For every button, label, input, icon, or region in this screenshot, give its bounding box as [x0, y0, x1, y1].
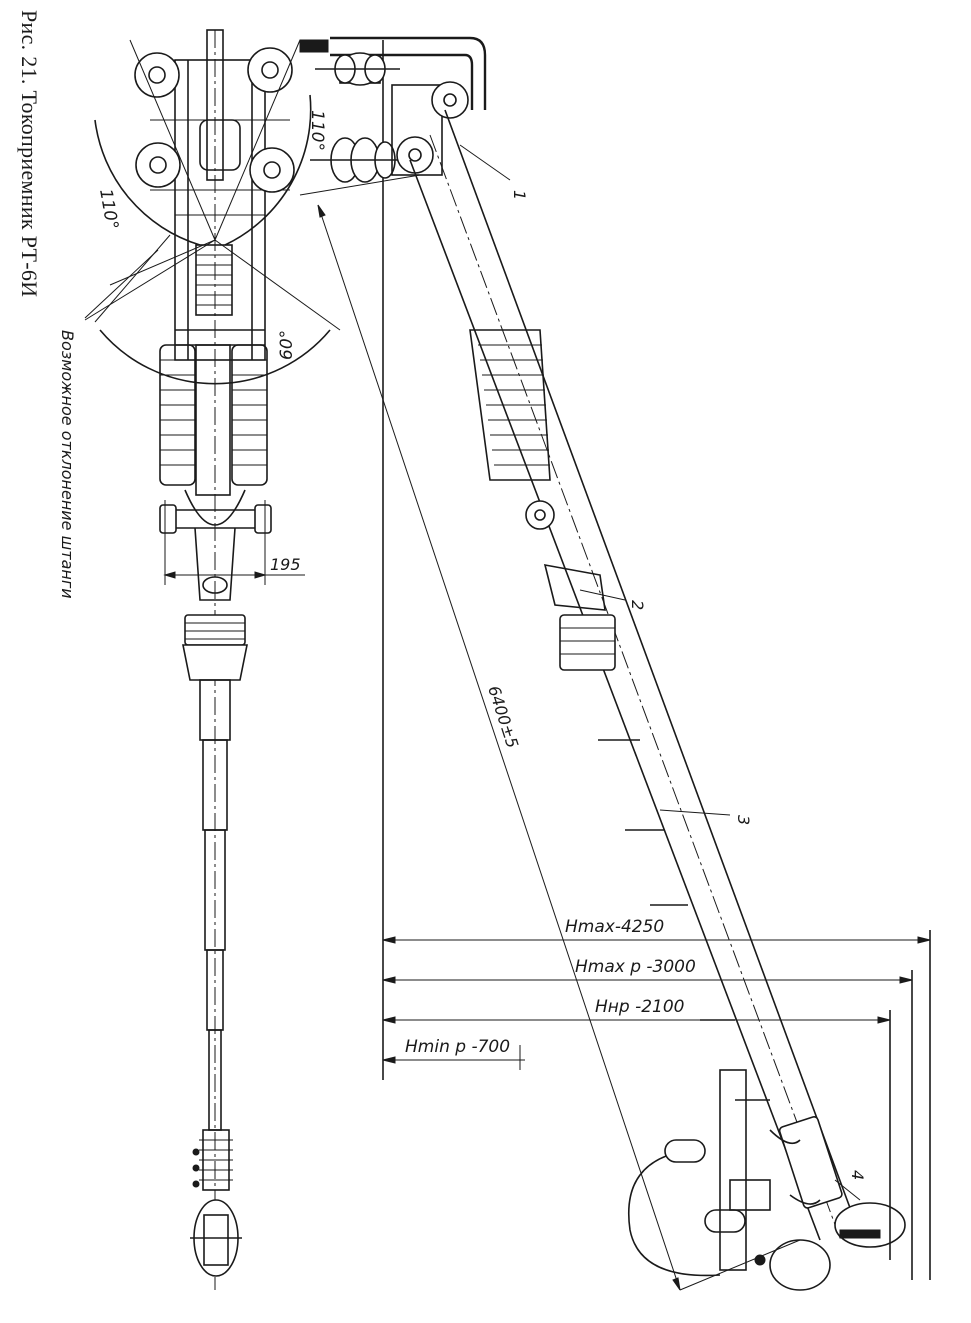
label-hmax-p: Hmax p -3000 [575, 957, 696, 977]
length-dimension-label: 6400±5 [484, 683, 522, 750]
label-hmax: Hmax-4250 [565, 917, 664, 937]
side-view: 6400±5 Hmax-4250 Hmax p -3000 Hнр -2100 … [299, 36, 931, 1291]
length-dimension [317, 204, 801, 1291]
top-view: 110° 110° 60° 195 Возможное отклонение ш… [58, 29, 341, 1290]
callout-1: 1 [510, 190, 529, 200]
inner-spring [195, 244, 233, 316]
angle-arc-110-left [94, 119, 201, 246]
deviation-note: Возможное отклонение штанги [58, 330, 77, 599]
callout-4: 4 [848, 1170, 867, 1180]
insulator-wheels [134, 47, 295, 193]
callout-2: 2 [628, 600, 647, 610]
base-insulators [299, 52, 443, 196]
label-hmin-p: Hmin p -700 [405, 1037, 510, 1057]
callout-3: 3 [734, 815, 753, 825]
height-dimensions [382, 930, 931, 1280]
angle-label-right: 110° [307, 110, 327, 151]
pole-tube [182, 527, 248, 1131]
width-dimension [163, 500, 305, 585]
current-collector-head [190, 1129, 242, 1277]
angle-arc-60 [99, 329, 331, 385]
main-springs [159, 344, 268, 496]
angle-label-left: 110° [95, 187, 122, 231]
collector-head-side [628, 1069, 906, 1291]
angle-label-bottom: 60° [277, 330, 297, 360]
roof-bracket [299, 36, 487, 1080]
hinge-wheel-lower [396, 136, 434, 174]
angle-arc-110-right [224, 94, 312, 246]
width-dimension-label: 195 [270, 555, 301, 574]
inclined-pole [409, 109, 861, 1241]
hinge [159, 489, 272, 534]
label-hnp: Hнр -2100 [595, 997, 685, 1017]
hinge-wheel-upper [431, 81, 469, 119]
